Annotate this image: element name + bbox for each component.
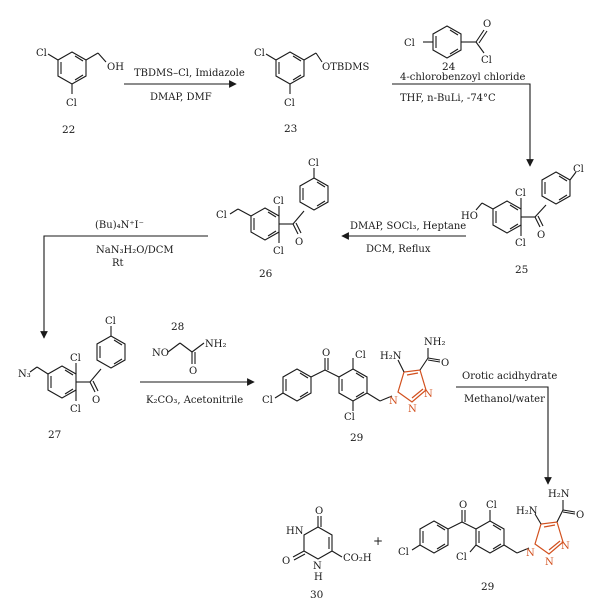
compound-label-26: 26 [259, 268, 273, 280]
atom-cl: Cl [254, 48, 265, 59]
reagent-step4-line3: Rt [112, 258, 124, 269]
compound-label-25: 25 [515, 264, 528, 276]
compound-29-product: Cl O Cl Cl H₂N H₂N O N N N 29 [398, 489, 584, 593]
atom-cl: Cl [308, 158, 319, 169]
compound-label-30: 30 [310, 589, 323, 601]
atom-cl: Cl [105, 316, 116, 327]
atom-h: H [314, 572, 323, 583]
atom-cl: Cl [398, 547, 409, 558]
compound-label-27: 27 [48, 429, 61, 441]
atom-nh2: NH₂ [205, 339, 226, 350]
atom-cl: Cl [404, 38, 415, 49]
atom-cl: Cl [355, 350, 366, 361]
atom-cl: Cl [66, 98, 77, 109]
compound-27: Cl Cl N₃ O Cl 27 [18, 316, 126, 441]
atom-cl: Cl [36, 48, 47, 59]
reaction-arrow [456, 386, 552, 485]
atom-o: O [189, 366, 197, 377]
plus-sign: + [373, 534, 383, 548]
reagent-step4-line2: NaN₃H₂O/DCM [96, 245, 174, 256]
compound-label-29: 29 [350, 432, 363, 444]
atom-n: N [389, 396, 398, 407]
atom-n: N [561, 541, 570, 552]
atom-cl: Cl [70, 353, 81, 364]
atom-o: O [315, 506, 323, 517]
atom-ho: HO [461, 211, 478, 222]
atom-cl: Cl [515, 238, 526, 249]
compound-24: Cl O Cl 24 4-chlorobenzoyl chloride [400, 19, 526, 83]
atom-n3: N₃ [18, 369, 31, 380]
atom-o: O [576, 510, 584, 521]
compound-30: HN O O N H CO₂H 30 [282, 506, 372, 601]
reaction-arrow [392, 83, 534, 167]
atom-o: O [322, 348, 330, 359]
atom-cl: Cl [216, 210, 227, 221]
reagent-step4-line1: (Bu)₄N⁺I⁻ [95, 220, 144, 231]
atom-h2n: H₂N [516, 506, 538, 517]
atom-o: O [441, 358, 449, 369]
compound-25: Cl Cl HO O Cl 25 [461, 164, 584, 276]
atom-cl: Cl [70, 404, 81, 415]
compound-label-28: 28 [171, 321, 184, 333]
reaction-arrow [40, 235, 208, 339]
atom-cl: Cl [486, 500, 497, 511]
atom-n: N [424, 389, 433, 400]
atom-o: O [537, 230, 545, 241]
atom-n: N [313, 561, 322, 572]
compound-label-23: 23 [284, 123, 297, 135]
atom-o: O [483, 19, 491, 30]
compound-label-29-product: 29 [481, 581, 494, 593]
reagent-step3-top: DMAP, SOCl₃, Heptane [350, 221, 466, 232]
compound-label-24: 24 [442, 61, 456, 73]
reagent-step1-top: TBDMS–Cl, Imidazole [134, 68, 245, 79]
atom-h2n: H₂N [548, 489, 570, 500]
reagent-step2-name: 4-chlorobenzoyl chloride [400, 72, 526, 83]
reagent-step1-bottom: DMAP, DMF [150, 92, 212, 103]
atom-o: O [282, 556, 290, 567]
atom-n: N [545, 557, 554, 568]
atom-nh2: NH₂ [424, 337, 445, 348]
atom-h2n: H₂N [380, 351, 402, 362]
atom-cl: Cl [262, 395, 273, 406]
atom-cl: Cl [573, 164, 584, 175]
compound-26: Cl Cl Cl O Cl 26 [216, 158, 329, 280]
atom-no: NO [152, 348, 169, 359]
atom-n: N [408, 404, 417, 415]
atom-o: O [295, 237, 303, 248]
atom-cl: Cl [273, 246, 284, 257]
compound-23: Cl Cl OTBDMS 23 [254, 48, 369, 135]
atom-cl: Cl [456, 552, 467, 563]
compound-label-22: 22 [62, 124, 75, 136]
atom-o: O [459, 500, 467, 511]
atom-cl: Cl [284, 98, 295, 109]
compound-22: Cl Cl OH 22 [36, 48, 124, 136]
atom-n: N [526, 548, 535, 559]
atom-cl: Cl [515, 188, 526, 199]
atom-co2h: CO₂H [343, 553, 372, 564]
reagent-step2-bottom: THF, n-BuLi, -74°C [400, 93, 496, 104]
reagent-step6-top: Orotic acidhydrate [462, 371, 557, 382]
reagent-step5-bottom: K₂CO₃, Acetonitrile [146, 395, 243, 406]
reagent-step3-bottom: DCM, Reflux [366, 244, 431, 255]
atom-hn: HN [286, 526, 304, 537]
atom-oh: OH [107, 62, 124, 73]
reagent-step6-bottom: Methanol/water [464, 394, 545, 405]
atom-o: O [92, 395, 100, 406]
atom-cl: Cl [344, 412, 355, 423]
atom-otbdms: OTBDMS [322, 62, 369, 73]
compound-29: Cl O Cl Cl H₂N NH₂ O N N N 29 [262, 337, 449, 444]
compound-28: NO NH₂ O 28 [152, 321, 226, 377]
atom-cl: Cl [273, 196, 284, 207]
atom-cl: Cl [481, 55, 492, 66]
